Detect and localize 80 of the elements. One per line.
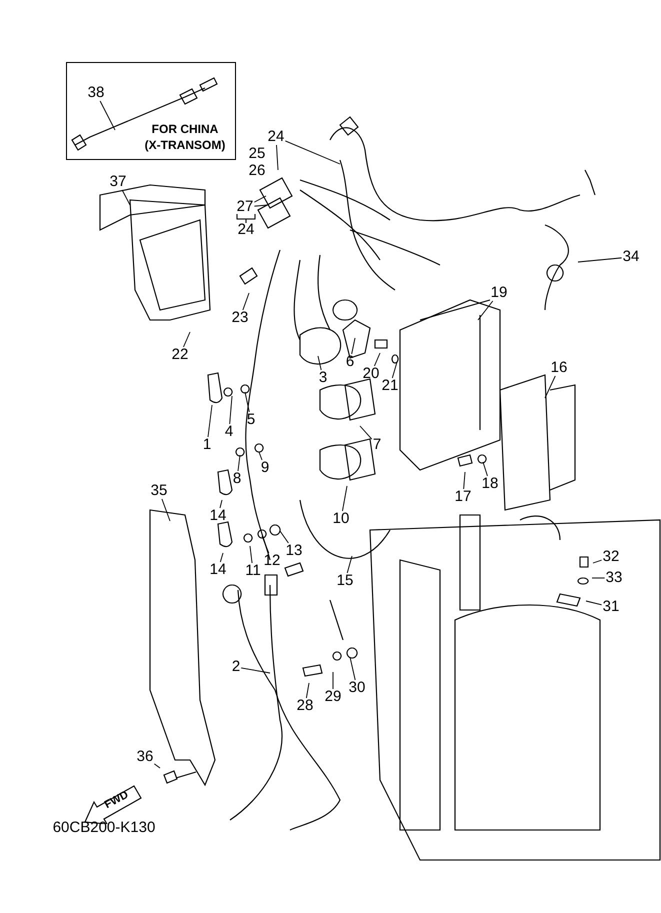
leader-line [463,472,466,490]
callout-number: 20 [362,366,380,382]
leader-line [276,144,278,170]
leader-line [154,763,160,768]
callout-number: 3 [318,370,328,386]
callout-number: 2 [230,659,242,675]
leader-line [254,196,266,203]
callout-number: 16 [550,360,568,376]
inset-note: FOR CHINA (X-TRANSOM) [144,121,226,153]
callout-number: 37 [108,174,128,190]
leader-line [240,667,270,674]
leader-line [284,140,340,164]
leader-line [478,300,494,320]
leader-line [161,498,170,522]
callout-number: 38 [86,85,106,101]
callout-number: 9 [260,460,270,476]
callout-number: 32 [602,549,620,565]
leader-line [238,454,240,472]
leader-line [220,500,222,508]
leader-line [220,552,224,562]
callout-number: 21 [380,378,400,394]
callout-number: 12 [262,553,282,569]
callout-number: 18 [480,476,500,492]
callout-number: 14 [208,508,228,524]
callout-number: 23 [230,310,250,326]
callout-number: 5 [246,412,256,428]
callout-number: 19 [490,285,508,301]
callout-number: 15 [336,573,354,589]
callout-number: 26 [248,163,266,179]
callout-number: 4 [224,424,234,440]
leader-line [244,392,250,412]
leader-line [318,356,322,370]
callout-number: 34 [622,249,640,265]
callout-number: 22 [170,347,190,363]
callout-number: 24 [266,129,286,145]
leader-line [346,556,352,574]
callout-number: 1 [202,437,212,453]
leader-line [392,362,398,378]
leader-line [332,672,334,690]
leader-line [208,404,212,438]
callout-number: 14 [208,562,228,578]
leader-line [350,656,356,680]
drawing-code: 60CB200-K130 [52,820,156,836]
callout-number: 8 [232,471,242,487]
leader-line [229,396,232,424]
callout-number: 13 [284,543,304,559]
callout-number: 17 [454,489,472,505]
leader-line [351,338,356,354]
leader-line [122,190,130,206]
callout-number: 28 [296,698,314,714]
leader-line [258,452,262,460]
leader-line [242,292,250,310]
leader-line [374,352,380,366]
callout-number: 36 [136,749,154,765]
leader-line [360,426,372,440]
callout-number: 11 [244,563,262,579]
leader-line [100,100,116,130]
callout-number: 35 [150,483,168,499]
leader-line [280,530,289,544]
leader-line [578,257,622,262]
callout-number: 24 [238,222,254,238]
leader-line [250,546,252,564]
leader-line [544,376,556,398]
leader-line [586,600,602,606]
callout-number: 25 [248,146,266,162]
callout-number: 30 [348,680,366,696]
callout-number: 7 [372,437,382,453]
inset-frame [66,62,236,160]
leader-line [342,486,348,512]
callout-number: 27 [236,199,254,215]
leader-line [262,536,270,554]
callout-number: 29 [324,689,342,705]
leader-line [183,332,190,348]
callout-number: 31 [602,599,620,615]
leader-line [306,682,310,698]
leader-line [254,204,268,207]
leader-line [482,462,488,476]
callout-number: 33 [604,570,624,586]
leader-line [592,560,602,564]
callout-number: 10 [332,511,350,527]
